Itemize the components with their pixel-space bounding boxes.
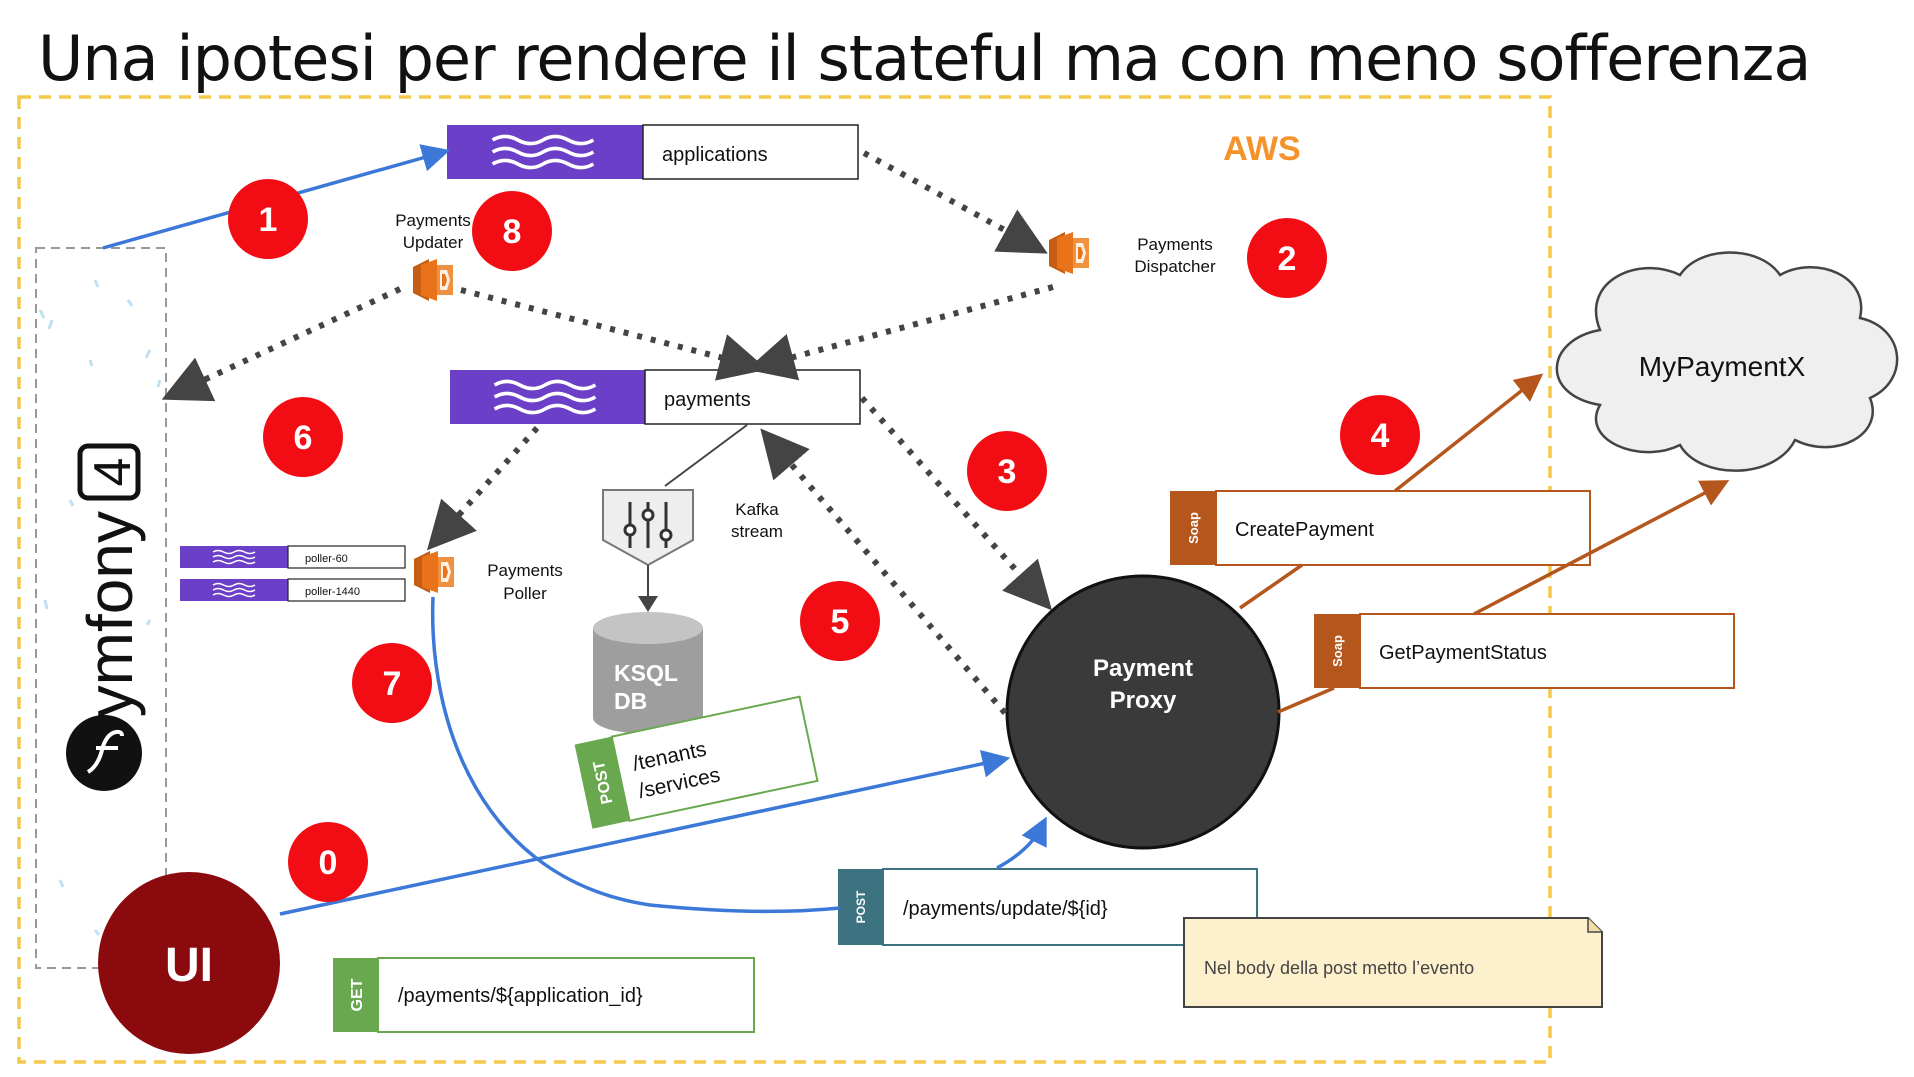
topic-payments: payments	[450, 369, 861, 425]
dispatcher-label-2: Dispatcher	[1134, 257, 1216, 276]
line-proxy-to-create	[1239, 563, 1303, 610]
arrow-updater-to-symfony	[161, 286, 402, 402]
soap-tag: Soap	[1330, 635, 1345, 667]
step-badge-2: 2	[1247, 218, 1327, 298]
ui-client: UI	[98, 872, 280, 1054]
note-card: Nel body della post metto l’evento	[1183, 917, 1603, 1008]
step-number: 6	[294, 419, 313, 457]
arrow-proxy-to-payments	[760, 428, 1008, 715]
soap-create-label: CreatePayment	[1235, 519, 1374, 541]
update-path: /payments/update/${id}	[903, 898, 1108, 920]
get-path: /payments/${application_id}	[398, 985, 643, 1007]
soap-get-payment-status: Soap GetPaymentStatus	[1314, 613, 1735, 689]
post-method-tag: POST	[854, 890, 868, 923]
soap-status-label: GetPaymentStatus	[1379, 642, 1547, 664]
line-poller-to-update-endpoint	[430, 596, 841, 914]
payment-proxy: Payment Proxy	[1005, 574, 1281, 850]
updater-label-2: Updater	[403, 233, 464, 252]
step-badge-0: 0	[288, 822, 368, 902]
get-method-tag: GET	[349, 978, 366, 1011]
lambda-icon	[414, 551, 454, 593]
mypaymentx-cloud: MyPaymentX	[1555, 251, 1899, 472]
step-badge-1: 1	[228, 179, 308, 259]
topic-poller-60-label: poller-60	[305, 553, 348, 565]
endpoint-post-tenants: POST /tenants /services	[574, 695, 819, 829]
sliders-icon	[623, 502, 673, 548]
arrow-update-endpoint-to-proxy	[996, 816, 1047, 870]
aws-boundary	[17, 95, 1552, 1064]
soap-tag: Soap	[1186, 512, 1201, 544]
symfony-version-box	[77, 443, 141, 501]
stream-label-2: stream	[731, 522, 783, 541]
dispatcher-label-1: Payments	[1137, 235, 1213, 254]
symfony-panel: Symfony 4	[35, 247, 167, 969]
payments-poller: Payments Poller	[414, 551, 563, 603]
step-badge-7: 7	[352, 643, 432, 723]
topic-applications: applications	[447, 124, 859, 180]
arrow-payments-to-proxy	[859, 395, 1053, 611]
step-number: 5	[831, 603, 850, 641]
arrow-updater-to-payments	[460, 287, 768, 381]
arrow-payments-to-poller	[426, 425, 540, 551]
step-number: 7	[383, 665, 402, 703]
lambda-icon	[413, 259, 453, 301]
step-badges: 0 1 2 3 4 5 6 7 8	[228, 179, 1420, 902]
topic-poller-1440-label: poller-1440	[305, 586, 360, 598]
topic-poller-1440: poller-1440	[180, 578, 406, 602]
endpoint-get-payments: GET /payments/${application_id}	[333, 957, 755, 1033]
lambda-icon	[1049, 232, 1089, 274]
step-badge-6: 6	[263, 397, 343, 477]
arrow-ui-to-proxy	[279, 749, 1011, 916]
arrow-dispatcher-to-payments	[746, 284, 1054, 381]
external-service-label: MyPaymentX	[1639, 351, 1806, 382]
payments-dispatcher: Payments Dispatcher	[1049, 232, 1216, 276]
symfony-version: 4	[84, 458, 142, 487]
payments-updater: Payments Updater	[395, 211, 471, 301]
step-number: 2	[1278, 240, 1297, 278]
step-number: 8	[503, 213, 522, 251]
topic-poller-60: poller-60	[180, 545, 406, 569]
proxy-label-1: Payment	[1093, 655, 1193, 682]
updater-label-1: Payments	[395, 211, 471, 230]
page-title: Una ipotesi per rendere il stateful ma c…	[38, 22, 1811, 95]
symfony-logo	[66, 715, 142, 791]
line-payments-to-stream	[664, 424, 748, 487]
poller-label-2: Poller	[503, 584, 547, 603]
arrow-status-to-mypaymentx	[1473, 480, 1730, 616]
ui-label: UI	[165, 939, 213, 992]
note-text: Nel body della post metto l’evento	[1204, 958, 1474, 978]
step-badge-3: 3	[967, 431, 1047, 511]
step-badge-8: 8	[472, 191, 552, 271]
arrow-create-to-mypaymentx	[1393, 373, 1544, 493]
poller-label-1: Payments	[487, 561, 563, 580]
step-number: 4	[1371, 417, 1390, 455]
step-number: 3	[998, 453, 1017, 491]
step-badge-4: 4	[1340, 395, 1420, 475]
ksql-label-1: KSQL	[614, 660, 678, 686]
step-number: 0	[319, 844, 338, 882]
line-proxy-to-status	[1277, 686, 1335, 714]
kafka-stream-processor: Kafka stream	[602, 489, 783, 567]
arrow-applications-to-dispatcher	[862, 150, 1048, 254]
ksql-db: KSQL DB	[593, 612, 703, 734]
ksql-label-2: DB	[614, 688, 647, 714]
step-badge-5: 5	[800, 581, 880, 661]
proxy-label-2: Proxy	[1110, 687, 1177, 714]
aws-label: AWS	[1223, 130, 1300, 168]
step-number: 1	[259, 201, 278, 239]
soap-create-payment: Soap CreatePayment	[1170, 490, 1591, 566]
topic-payments-label: payments	[664, 389, 751, 411]
topic-applications-label: applications	[662, 144, 768, 166]
stream-label-1: Kafka	[735, 500, 779, 519]
